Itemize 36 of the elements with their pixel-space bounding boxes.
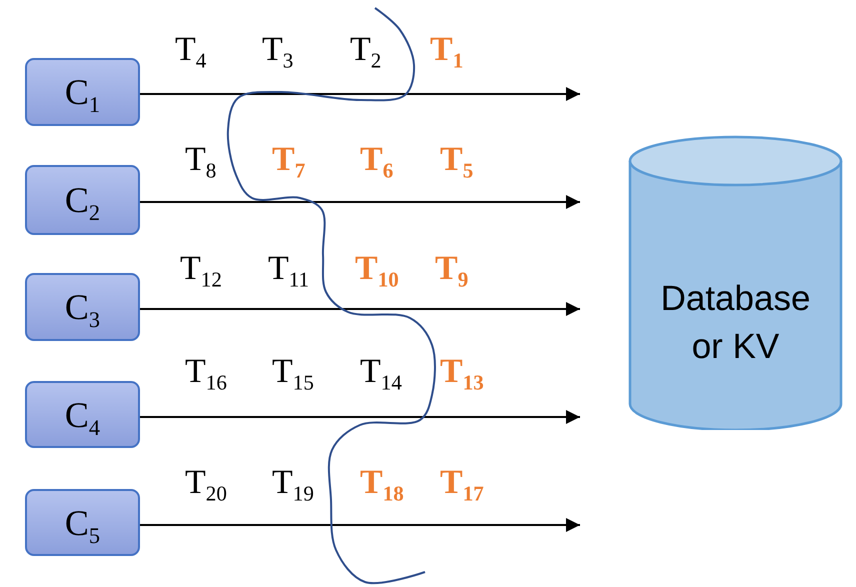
transaction-label: T$_{9}$ <box>435 252 468 286</box>
transaction-label: T$_{1}$ <box>430 33 464 67</box>
transaction-label: T$_{7}$ <box>272 143 306 177</box>
transaction-label: T$_{12}$ <box>180 252 222 286</box>
arrow <box>140 518 580 532</box>
arrow <box>140 87 580 101</box>
transaction-label: T$_{13}$ <box>440 355 484 389</box>
client-label: C$_{5}$ <box>64 502 100 544</box>
transaction-label: T$_{17}$ <box>440 466 484 500</box>
client-box <box>25 273 140 341</box>
transaction-label: T$_{5}$ <box>440 143 474 177</box>
transaction-label: T$_{20}$ <box>185 466 227 500</box>
transaction-label: T$_{2}$ <box>350 33 382 67</box>
client-box <box>25 165 140 235</box>
client-label: C$_{2}$ <box>64 179 100 221</box>
transaction-label: T$_{19}$ <box>272 466 314 500</box>
transaction-label: T$_{14}$ <box>360 355 402 389</box>
client-box <box>25 489 140 556</box>
transaction-label: T$_{6}$ <box>360 143 394 177</box>
client-label: C$_{1}$ <box>64 71 100 113</box>
transaction-label: T$_{10}$ <box>355 252 399 286</box>
transaction-label: T$_{4}$ <box>175 33 206 67</box>
client-label: C$_{4}$ <box>64 394 100 436</box>
transaction-label: T$_{15}$ <box>272 355 314 389</box>
transaction-label: T$_{11}$ <box>268 252 310 286</box>
client-box <box>25 58 140 126</box>
arrow <box>140 302 580 316</box>
transaction-label: T$_{8}$ <box>185 143 216 177</box>
transaction-label: T$_{16}$ <box>185 355 227 389</box>
client-label: C$_{3}$ <box>64 286 100 328</box>
arrow <box>140 195 580 209</box>
arrow <box>140 410 580 424</box>
transaction-label: T$_{3}$ <box>262 33 294 67</box>
database-label: Database or KV <box>660 278 812 368</box>
client-box <box>25 381 140 448</box>
transaction-label: T$_{18}$ <box>360 466 404 500</box>
